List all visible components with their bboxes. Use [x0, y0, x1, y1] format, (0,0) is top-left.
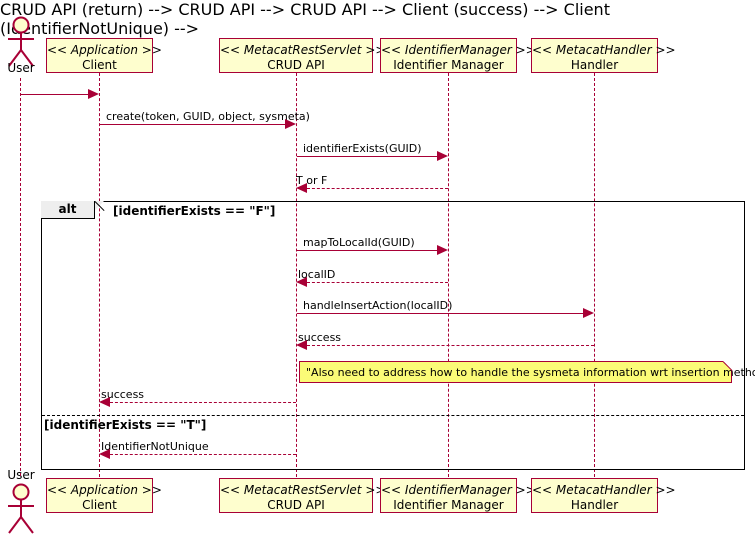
- message-line-identifier-exists: [297, 156, 438, 157]
- participant-name: Handler: [570, 58, 619, 72]
- message-arrowhead-t-or-f: [296, 183, 307, 193]
- participant-identifier-manager-top[interactable]: << IdentifierManager >> Identifier Manag…: [380, 38, 536, 73]
- message-arrowhead-create: [285, 119, 296, 129]
- message-label-identifier-exists: identifierExists(GUID): [303, 142, 422, 155]
- lifeline-crud-api: [296, 73, 297, 477]
- message-line-success-handler: [307, 345, 594, 346]
- message-label-success-handler: success: [298, 331, 342, 344]
- participant-stereotype: << MetacatHandler >>: [532, 483, 676, 497]
- message-arrowhead-success-client: [99, 397, 110, 407]
- alt-fragment-operator-tab: alt: [41, 201, 95, 219]
- message-line-local-id: [307, 282, 448, 283]
- actor-label-top: User: [7, 61, 35, 75]
- message-line-create: [100, 124, 286, 125]
- participant-name: Identifier Manager: [393, 498, 504, 512]
- actor-user-icon-top: [8, 16, 34, 67]
- message-arrowhead-handle-insert-action: [583, 308, 594, 318]
- participant-stereotype: << Application >>: [47, 483, 162, 497]
- alt-guard-condition-f: [identifierExists == "F"]: [113, 204, 276, 218]
- participant-name: Identifier Manager: [393, 58, 504, 72]
- participant-name: CRUD API: [267, 498, 325, 512]
- participant-stereotype: << IdentifierManager >>: [381, 43, 536, 57]
- lifeline-client: [99, 73, 100, 477]
- message-arrowhead-success-handler: [296, 340, 307, 350]
- participant-name: CRUD API: [267, 58, 325, 72]
- message-arrowhead-identifier-not-unique: [99, 449, 110, 459]
- note-fold-corner: [723, 361, 732, 370]
- message-line-success-client: [110, 402, 296, 403]
- participant-client-bottom[interactable]: << Application >> Client: [46, 478, 162, 513]
- message-arrowhead-map-to-local-id: [437, 245, 448, 255]
- message-label-success-client: success: [101, 388, 145, 401]
- participant-stereotype: << MetacatHandler >>: [532, 43, 676, 57]
- message-line-user-to-client: [21, 94, 91, 95]
- alt-fragment-divider: [42, 415, 744, 416]
- message-label-handle-insert-action: handleInsertAction(localID): [303, 299, 453, 312]
- participant-crud-api-bottom[interactable]: << MetacatRestServlet >> CRUD API: [219, 478, 386, 513]
- participant-name: Client: [82, 58, 117, 72]
- participant-identifier-manager-bottom[interactable]: << IdentifierManager >> Identifier Manag…: [380, 478, 536, 513]
- message-line-t-or-f: [307, 188, 448, 189]
- participant-name: Client: [82, 498, 117, 512]
- message-arrowhead-identifier-exists: [437, 151, 448, 161]
- alt-fragment-frame: [41, 201, 745, 470]
- message-label-create: create(token, GUID, object, sysmeta): [106, 110, 310, 123]
- participant-stereotype: << MetacatRestServlet >>: [220, 483, 386, 497]
- message-arrowhead-user-to-client: [88, 89, 99, 99]
- message-label-map-to-local-id: mapToLocalId(GUID): [303, 236, 415, 249]
- message-label-local-id: localID: [298, 268, 336, 281]
- participant-handler-top[interactable]: << MetacatHandler >> Handler: [531, 38, 676, 73]
- alt-guard-condition-t: [identifierExists == "T"]: [44, 418, 207, 432]
- participant-name: Handler: [570, 498, 619, 512]
- alt-fragment-tab-corner: [95, 201, 104, 210]
- lifeline-handler: [594, 73, 595, 477]
- participant-stereotype: << Application >>: [47, 43, 162, 57]
- participant-crud-api-top[interactable]: << MetacatRestServlet >> CRUD API: [219, 38, 386, 73]
- actor-label-bottom: User: [7, 468, 35, 482]
- actor-user-icon-bottom: [8, 483, 34, 534]
- lifeline-user: [20, 78, 21, 476]
- participant-client-top[interactable]: << Application >> Client: [46, 38, 162, 73]
- message-line-identifier-not-unique: [110, 454, 296, 455]
- message-line-handle-insert-action: [297, 313, 584, 314]
- lifeline-identifier-manager: [448, 73, 449, 477]
- message-label-identifier-not-unique: IdentifierNotUnique: [101, 440, 209, 453]
- participant-stereotype: << IdentifierManager >>: [381, 483, 536, 497]
- participant-stereotype: << MetacatRestServlet >>: [220, 43, 386, 57]
- participant-handler-bottom[interactable]: << MetacatHandler >> Handler: [531, 478, 676, 513]
- message-arrowhead-local-id: [296, 277, 307, 287]
- message-line-map-to-local-id: [297, 250, 438, 251]
- note-sysmeta: "Also need to address how to handle the …: [299, 361, 755, 383]
